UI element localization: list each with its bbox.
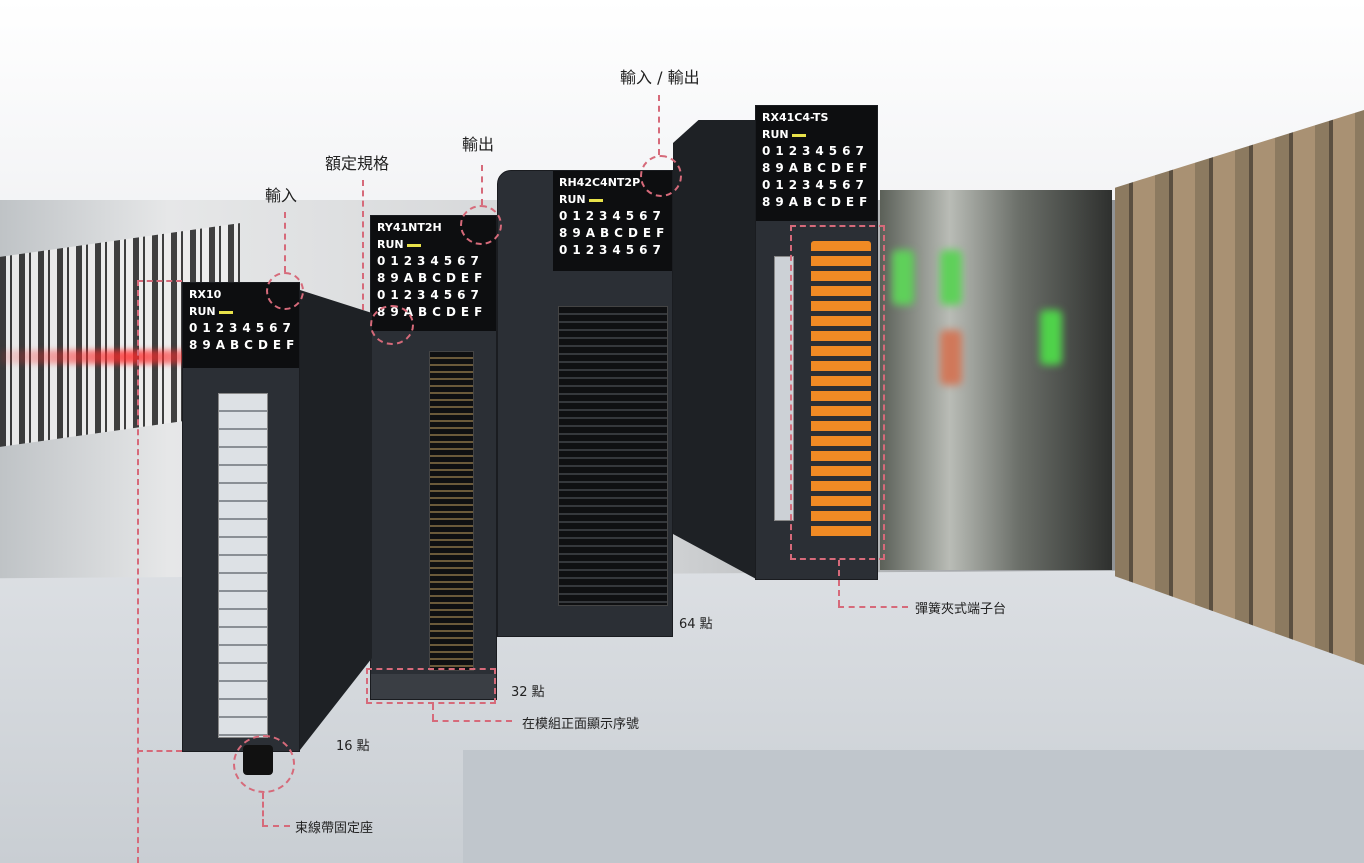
led-row: 01234567: [559, 209, 666, 223]
module-display: RX10 RUN 01234567 89ABCDEF: [183, 283, 299, 368]
module-rh42c4nt2p: RH42C4NT2P RUN 01234567 89ABCDEF 0123456…: [497, 170, 673, 637]
callout-line: [432, 704, 434, 720]
bottom-panel: [463, 750, 1364, 863]
terminal-label-strip: [774, 256, 794, 521]
led-row: 01234567: [189, 321, 296, 335]
callout-line: [284, 212, 286, 272]
led-row: 01234567: [377, 254, 484, 268]
connector-32pt: [429, 351, 474, 671]
run-label: RUN: [189, 305, 216, 318]
led-row: 89ABCDEF: [762, 161, 873, 175]
callout-line: [262, 825, 290, 827]
callout-serial-front: 在模組正面顯示序號: [522, 717, 640, 732]
module-ry41nt2h: RY41NT2H RUN 01234567 89ABCDEF 01234567 …: [370, 215, 497, 700]
run-label: RUN: [377, 238, 404, 251]
callout-16-points: 16 點: [336, 739, 370, 754]
callout-input-output: 輸入 / 輸出: [620, 68, 700, 87]
callout-line: [137, 750, 182, 752]
led-row: 01234567: [762, 144, 869, 158]
callout-line: [432, 720, 512, 722]
callout-box-terminal: [790, 225, 885, 560]
model-label: RX10: [189, 288, 222, 301]
run-led: [589, 198, 604, 202]
spring-clamp-terminal-block: [811, 241, 871, 541]
serial-number-plate: [371, 674, 496, 699]
run-led: [407, 243, 422, 247]
led-row: 01234567: [762, 178, 869, 192]
led-row: 89ABCDEF: [762, 195, 873, 209]
model-label: RY41NT2H: [377, 221, 442, 234]
factory-photo: [1115, 110, 1364, 665]
module-rx41c4-ts: RX41C4-TS RUN 01234567 89ABCDEF 01234567…: [755, 105, 878, 580]
callout-circle-input: [266, 272, 304, 310]
model-label: RH42C4NT2P: [559, 176, 641, 189]
callout-line: [838, 606, 908, 608]
module-rx10-side: [300, 290, 372, 750]
callout-64-points: 64 點: [679, 617, 713, 632]
callout-32-points: 32 點: [511, 685, 545, 700]
callout-input: 輸入: [265, 186, 298, 205]
module-display: RX41C4-TS RUN 01234567 89ABCDEF 01234567…: [756, 106, 877, 221]
run-label: RUN: [762, 128, 789, 141]
callout-circle-tie: [233, 735, 295, 793]
callout-circle-io: [640, 155, 682, 197]
model-label: RX41C4-TS: [762, 111, 829, 124]
led-row: 01234567: [377, 288, 484, 302]
run-led: [792, 133, 807, 137]
terminal-block-16pt: [218, 393, 268, 738]
callout-line: [658, 95, 660, 155]
run-led: [219, 310, 234, 314]
callout-spring-clamp-terminal: 彈簧夾式端子台: [915, 602, 1007, 617]
callout-circle-output: [460, 205, 502, 245]
led-row: 89ABCDEF: [377, 271, 488, 285]
callout-line: [838, 560, 840, 606]
callout-cable-tie-mount: 束線帶固定座: [295, 821, 374, 836]
callout-line: [137, 280, 139, 863]
led-row: 89ABCDEF: [189, 338, 300, 352]
led-row: 89ABCDEF: [559, 226, 670, 240]
callout-box-serial: [366, 668, 496, 704]
connector-64pt: [558, 306, 668, 606]
module-rx10: RX10 RUN 01234567 89ABCDEF: [182, 282, 300, 775]
callout-line: [137, 280, 182, 282]
callout-line: [262, 793, 264, 825]
module-rx41c4-side: [673, 120, 758, 580]
callout-rating: 額定規格: [325, 154, 390, 173]
callout-line: [481, 165, 483, 205]
run-label: RUN: [559, 193, 586, 206]
signal-tower-photo: [880, 190, 1112, 570]
led-row: 01234567: [559, 243, 666, 257]
callout-output: 輸出: [462, 135, 495, 154]
callout-line: [362, 180, 364, 310]
callout-circle-rating: [370, 305, 414, 345]
